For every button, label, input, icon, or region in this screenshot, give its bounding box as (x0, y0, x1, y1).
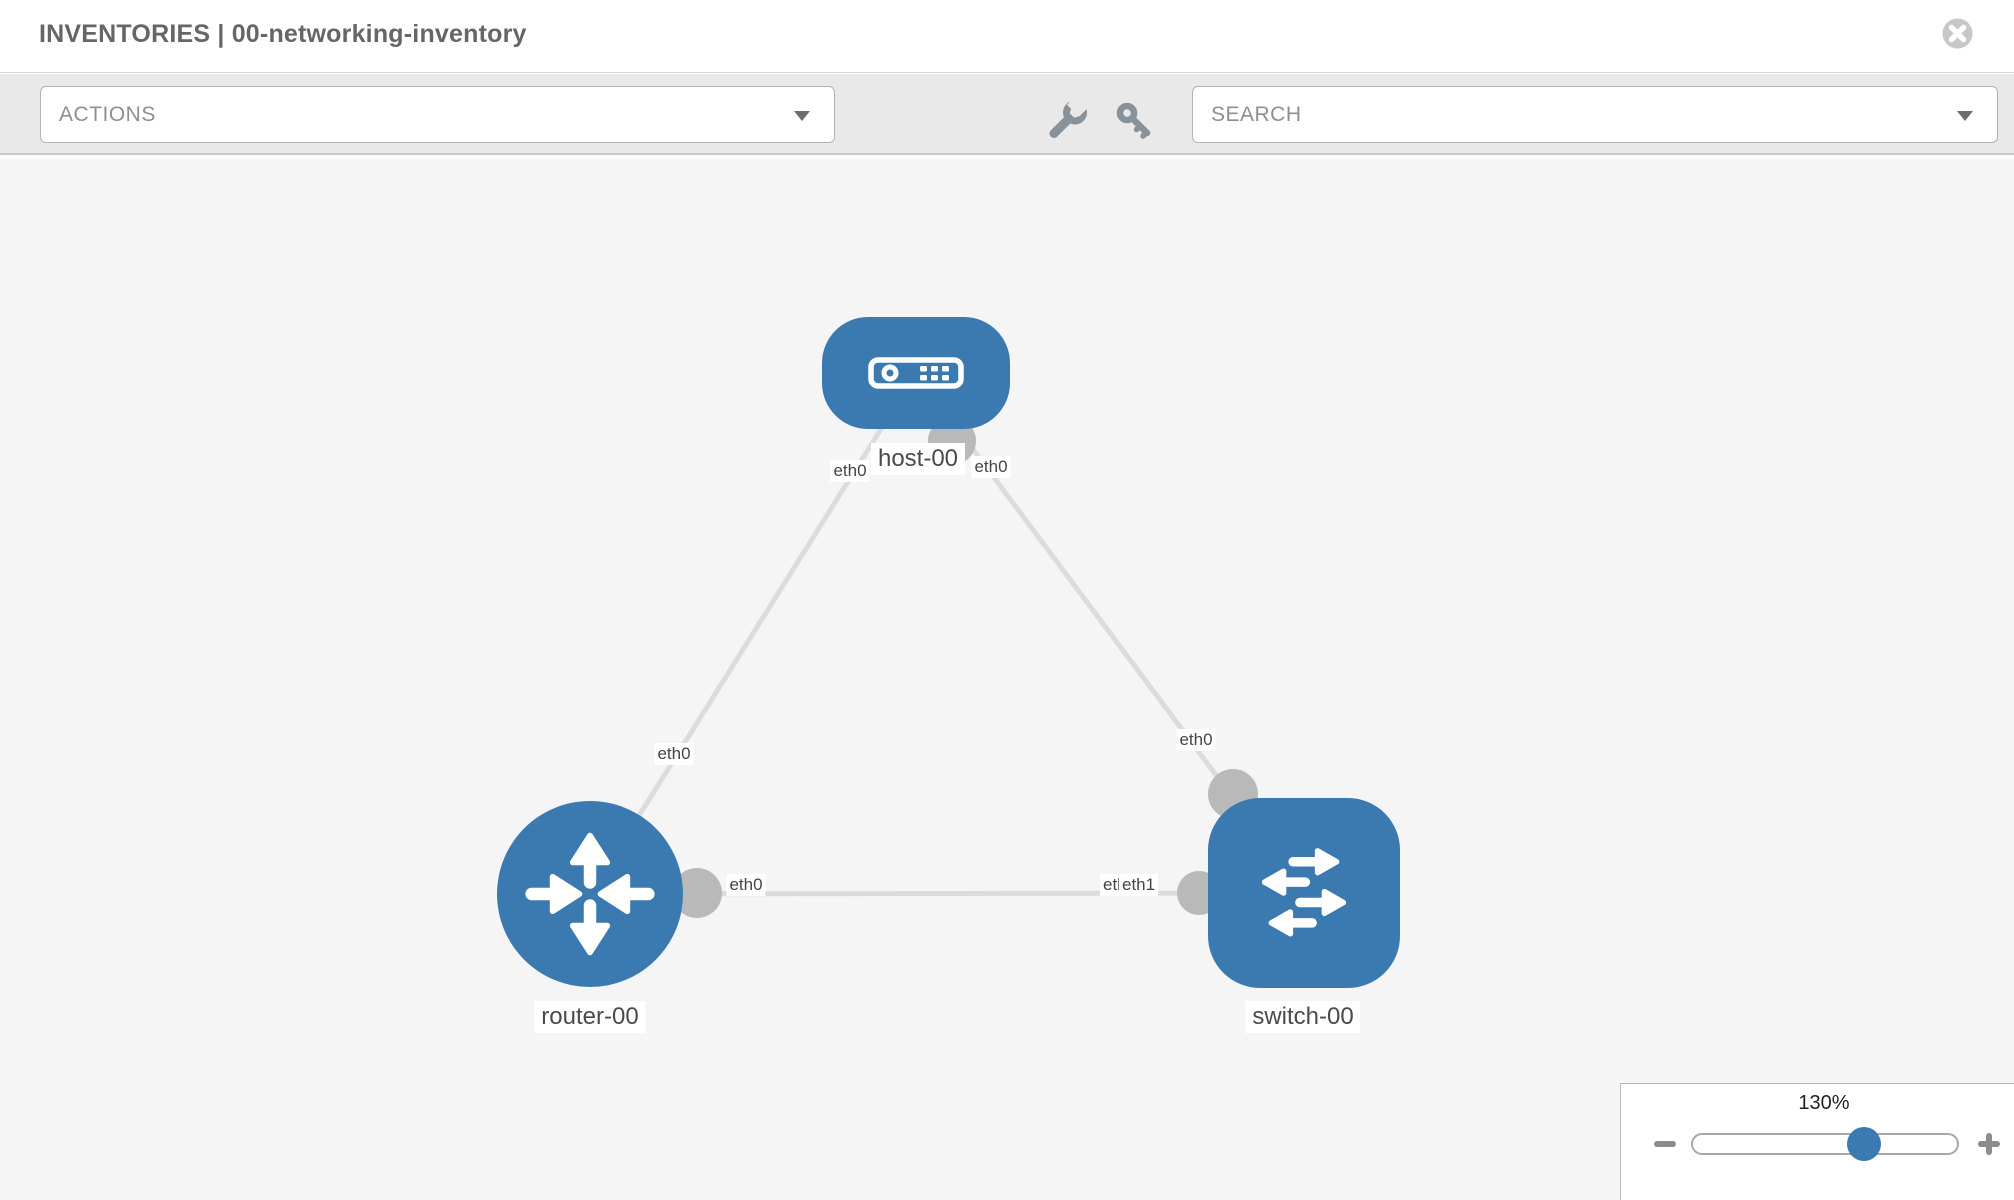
switch-arrows-icon (1261, 848, 1347, 937)
wrench-icon (1049, 92, 1092, 138)
zoom-level-value: 130% (1798, 1092, 1850, 1114)
plus-icon (1986, 1133, 1992, 1155)
zoom-in-button[interactable] (1978, 1127, 2000, 1161)
chevron-down-icon (794, 111, 810, 121)
link-host-router[interactable] (587, 371, 919, 896)
search-dropdown[interactable]: SEARCH (1192, 86, 1998, 143)
topology-canvas[interactable]: host-00 router-00 switch-00 eth0 eth0 et… (0, 156, 2014, 1200)
close-icon (1942, 18, 1973, 49)
interface-label-switch-top: eth0 (1176, 729, 1216, 751)
chevron-down-icon (1957, 111, 1973, 121)
close-button[interactable] (1942, 18, 1973, 49)
links-layer (587, 371, 1307, 918)
search-dropdown-label: SEARCH (1211, 102, 1302, 126)
node-host-00[interactable] (822, 317, 1010, 429)
actions-dropdown[interactable]: ACTIONS (40, 86, 835, 143)
key-icon (1116, 102, 1151, 139)
interface-label-host-right: eth0 (971, 456, 1011, 478)
node-switch-00[interactable] (1208, 798, 1400, 988)
host-device-icon (868, 357, 964, 389)
interface-label-router-right: eth0 (726, 874, 766, 896)
interface-label-host-left: eth0 (830, 460, 870, 482)
interface-label-switch-left-front: eth1 (1119, 874, 1159, 896)
node-label-host: host-00 (870, 443, 966, 475)
node-label-router: router-00 (534, 1001, 646, 1033)
actions-dropdown-label: ACTIONS (59, 102, 156, 126)
zoom-slider-thumb[interactable] (1847, 1127, 1881, 1161)
interface-connector-router[interactable] (672, 868, 722, 918)
node-label-switch: switch-00 (1245, 1001, 1361, 1033)
zoom-slider-track[interactable] (1691, 1133, 1959, 1155)
credentials-button[interactable] (1114, 100, 1154, 140)
wrench-button[interactable] (1048, 92, 1092, 140)
zoom-panel: 130% (1620, 1083, 2014, 1200)
router-arrows-icon (525, 832, 655, 956)
interface-label-router-top: eth0 (654, 743, 694, 765)
page-title: INVENTORIES | 00-networking-inventory (39, 20, 527, 48)
header-bar: INVENTORIES | 00-networking-inventory (0, 0, 2014, 73)
node-router-00[interactable] (497, 801, 683, 987)
zoom-out-button[interactable] (1654, 1141, 1676, 1147)
toolbar: ACTIONS SEARCH (0, 74, 2014, 155)
